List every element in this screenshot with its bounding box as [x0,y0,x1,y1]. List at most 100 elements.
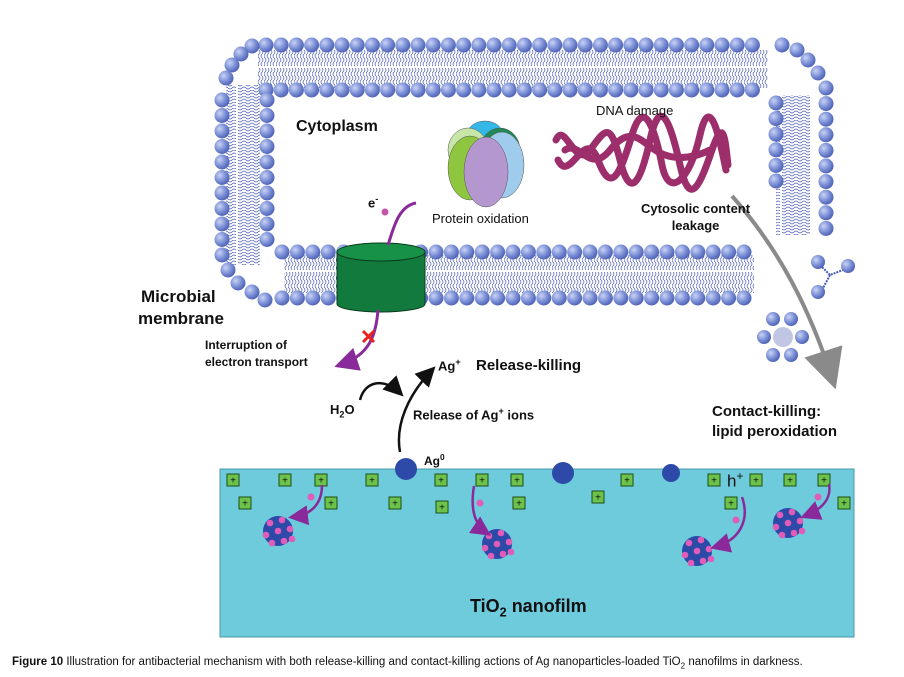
protein-complex-icon [447,120,525,208]
hole-carrier-icon: + [783,473,797,487]
release-ions-pre: Release of Ag [413,407,499,423]
lipid-head [567,290,583,306]
lipid-head [729,37,745,53]
lipid-head [214,170,230,185]
lipid-head [705,244,721,260]
lipid-head [768,142,784,158]
lipid-head [789,42,805,58]
lipid-head [562,82,578,98]
lipid-head [220,262,236,278]
lipid-head [289,290,305,306]
lipid-head [428,290,444,306]
ag0-particle [662,464,680,482]
lipid-head [334,82,350,98]
lipid-head [582,290,598,306]
lipid-head [214,108,230,123]
lipid-head [259,170,275,185]
lipid-head [551,290,567,306]
interruption-line1: Interruption of [205,338,287,352]
lipid-head [456,37,472,53]
lipid-head [690,290,706,306]
lipid-head [259,92,275,108]
lipid-head [214,247,230,263]
lipid-head [818,205,834,221]
lipid-head [274,290,290,306]
lipid-head [547,37,563,53]
hole-carriers: ++++++++++++++++++++ [226,473,851,514]
membrane-left-tails [226,85,260,265]
lipid-head [505,290,521,306]
lipid-head [551,244,567,260]
lipid-head [818,220,834,236]
membrane-channel-icon [336,242,426,313]
ag0-particle [552,462,574,484]
lipid-head [520,290,536,306]
lipid-head [659,290,675,306]
lipid-head [244,284,260,300]
ag-nanoparticle-icon [468,485,515,560]
svg-text:+: + [230,476,236,487]
lipid-head [288,82,304,98]
lipid-head [273,37,289,53]
lipid-head [628,244,644,260]
ag-release-arrow [397,366,436,453]
blocked-x-icon [361,329,376,344]
hole-carrier-icon: + [475,473,489,487]
lipid-head [214,201,230,216]
dna-damage-label: DNA damage [596,103,674,118]
nanofilm-sub: 2 [499,605,507,620]
h2o-label: H2O [330,402,355,420]
lipid-head [516,82,532,98]
svg-text:+: + [787,476,793,487]
svg-text:+: + [438,476,444,487]
ag-plus-label: Ag+ [438,357,461,373]
h2o-arrow [358,375,404,401]
hole-carrier-icon: + [278,473,292,487]
lipid-bilayer-membrane [214,37,834,308]
lipid-head [736,244,752,260]
lipid-head [768,126,784,142]
lipid-head [501,82,517,98]
lipid-head [562,37,578,53]
ag-nanoparticles [262,483,831,567]
lipid-head [443,290,459,306]
interruption-line2: electron transport [205,355,308,369]
lipid-head [668,82,684,98]
lipid-head [425,37,441,53]
microbial-membrane-line1: Microbial [141,287,216,306]
lipid-head [536,290,552,306]
hole-label: h+ [727,469,743,492]
lipid-head [230,275,246,291]
lipid-head [259,216,275,232]
lipid-head [349,37,365,53]
lipid-head [214,92,230,108]
lipid-head [490,290,506,306]
lipid-head [818,127,834,143]
lipid-head [410,82,426,98]
hole-carrier-icon: + [512,496,526,510]
lipid-head [577,82,593,98]
lipid-head [736,290,752,306]
electron-path-in [386,201,417,246]
lipid-head [644,244,660,260]
lipid-head [520,244,536,260]
lipid-head [721,290,737,306]
lipid-head [684,37,700,53]
lipid-head [440,37,456,53]
lipid-head [320,244,336,260]
lipid-head [274,244,290,260]
lipid-head [729,82,745,98]
lipid-head [380,37,396,53]
nanofilm-label: TiO2 nanofilm [470,596,587,620]
svg-text:+: + [841,499,847,510]
lipid-head [459,290,475,306]
lipid-head [233,46,249,62]
lipid-head [818,96,834,112]
svg-text:+: + [624,476,630,487]
lipid-head [214,154,230,170]
lipid-head [653,82,669,98]
release-killing-label: Release-killing [476,357,582,374]
lipid-head [674,290,690,306]
hole-symbol: h [727,471,737,491]
h2o-o: O [344,402,355,417]
